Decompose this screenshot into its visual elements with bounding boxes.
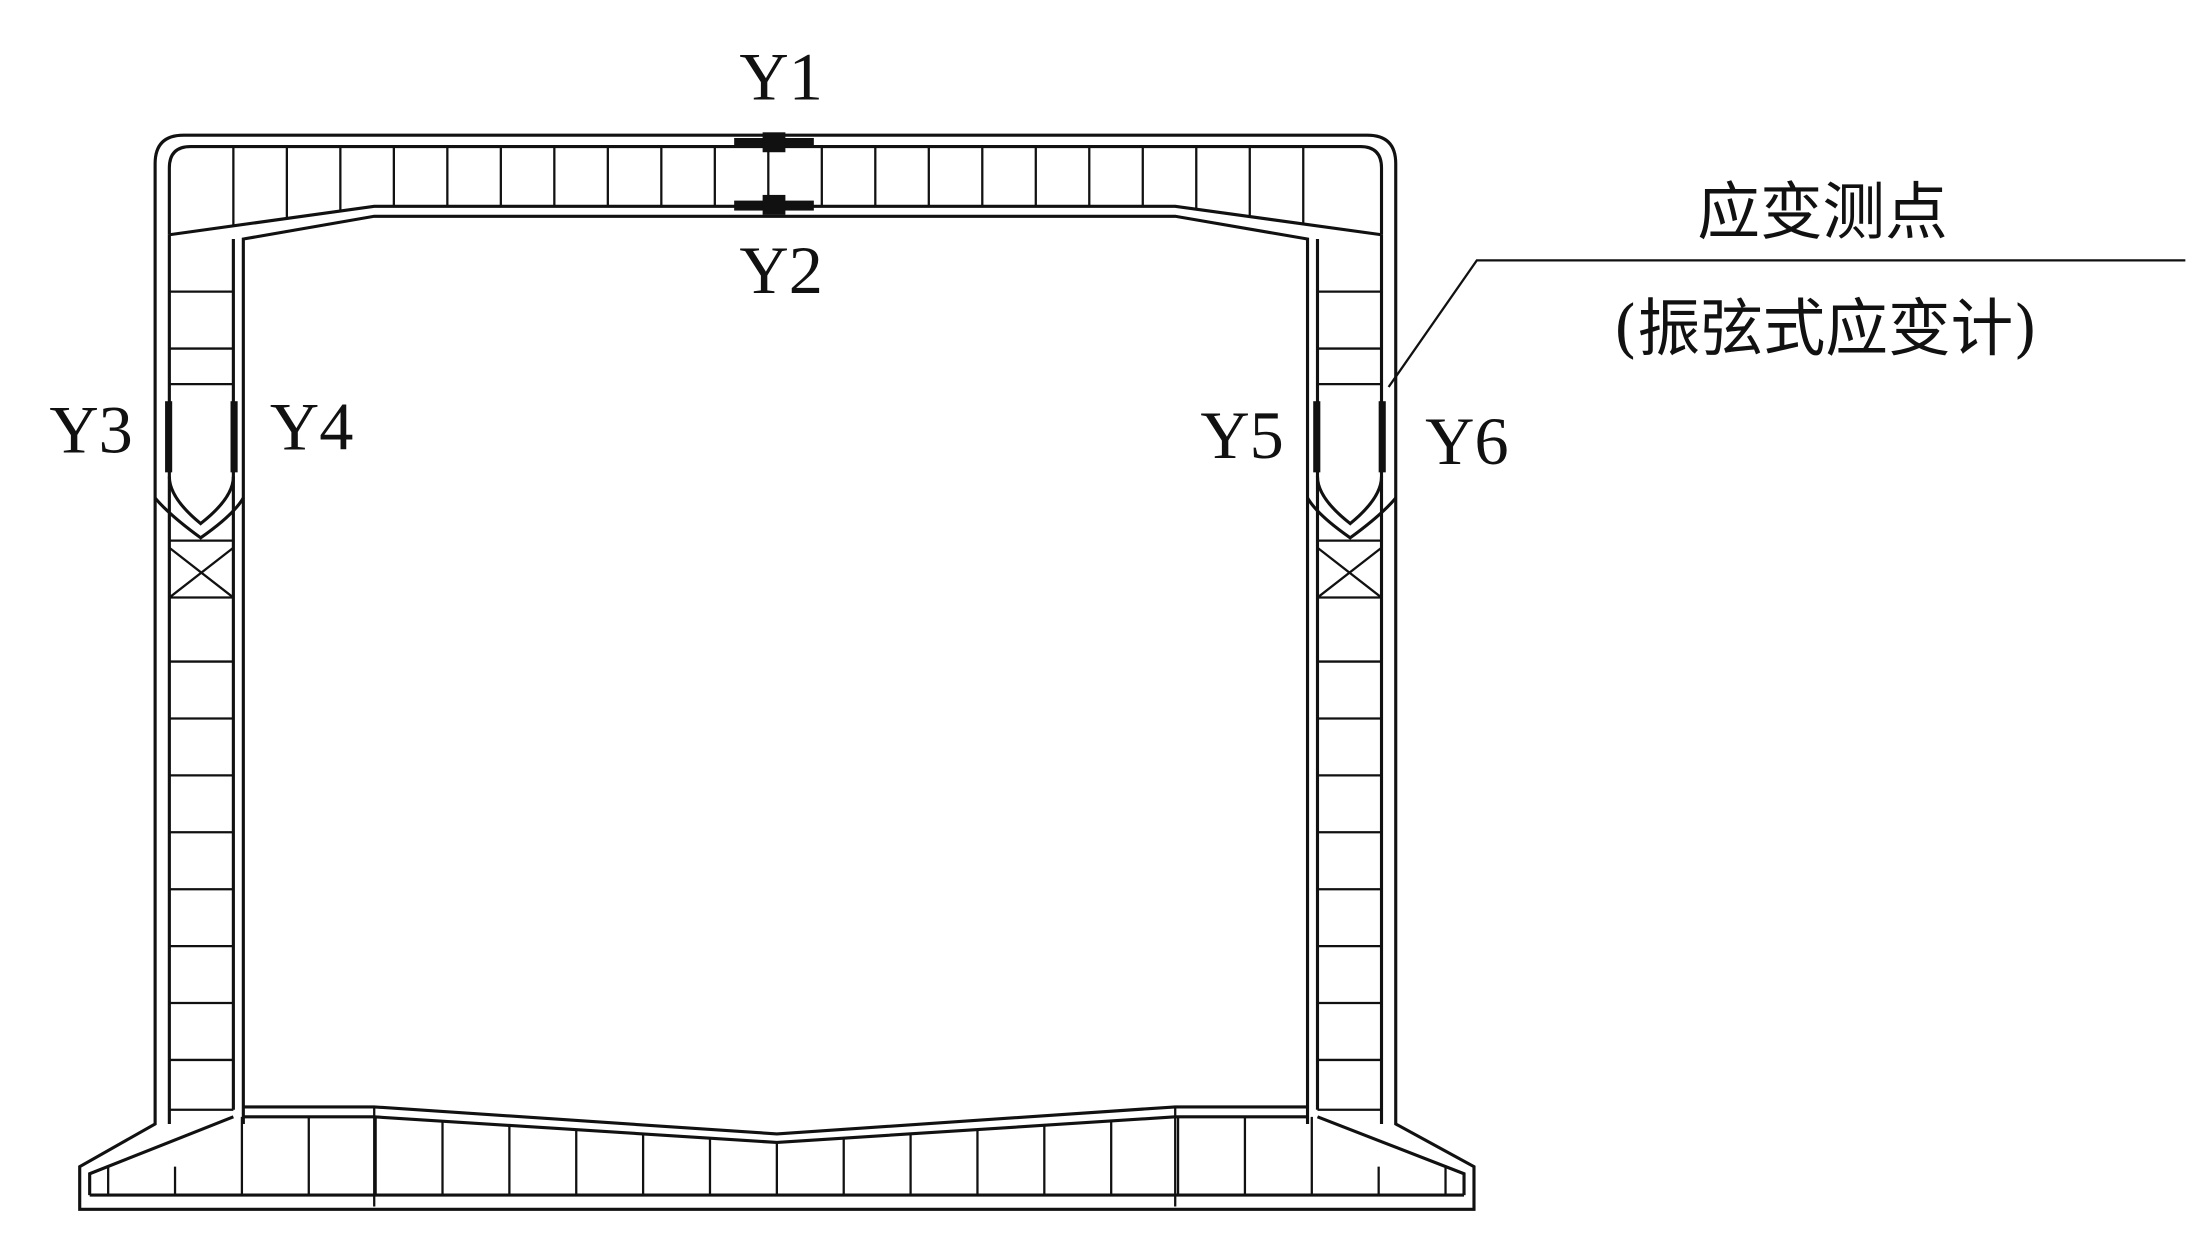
strain-gauge-y3 [165, 401, 173, 473]
bottom-slab-top [243, 1105, 1308, 1136]
left-web-haunch-outer [153, 496, 245, 540]
outer-contour [78, 133, 1476, 1211]
left-bottom-flare [88, 1115, 234, 1196]
label-y1: Y1 [739, 39, 822, 115]
annotation-leader-line [1387, 259, 2186, 388]
label-y2: Y2 [739, 232, 822, 308]
annotation-subtitle: (振弦式应变计) [1613, 292, 2037, 365]
label-y3: Y3 [49, 391, 132, 467]
annotation-title: 应变测点 [1697, 175, 1947, 248]
right-web-haunch [1315, 476, 1384, 526]
strain-gauge-y1 [734, 132, 814, 153]
strain-gauge-y4 [230, 401, 238, 473]
left-web-haunch [167, 476, 235, 526]
right-web-x-brace [1316, 546, 1383, 599]
label-y5: Y5 [1200, 397, 1283, 473]
right-bottom-flare [1316, 1115, 1466, 1196]
stiffener-grid [107, 146, 1447, 1207]
strain-gauge-y2 [734, 194, 814, 215]
right-web-haunch-outer [1306, 496, 1397, 540]
left-web-x-brace [168, 546, 235, 599]
strain-gauge-y6 [1378, 401, 1386, 473]
label-y6: Y6 [1425, 403, 1508, 479]
label-y4: Y4 [270, 389, 353, 465]
box-inner-top [241, 214, 1310, 1124]
bottom-slab-top-2 [243, 1115, 1308, 1145]
strain-gauge-y5 [1313, 401, 1321, 473]
